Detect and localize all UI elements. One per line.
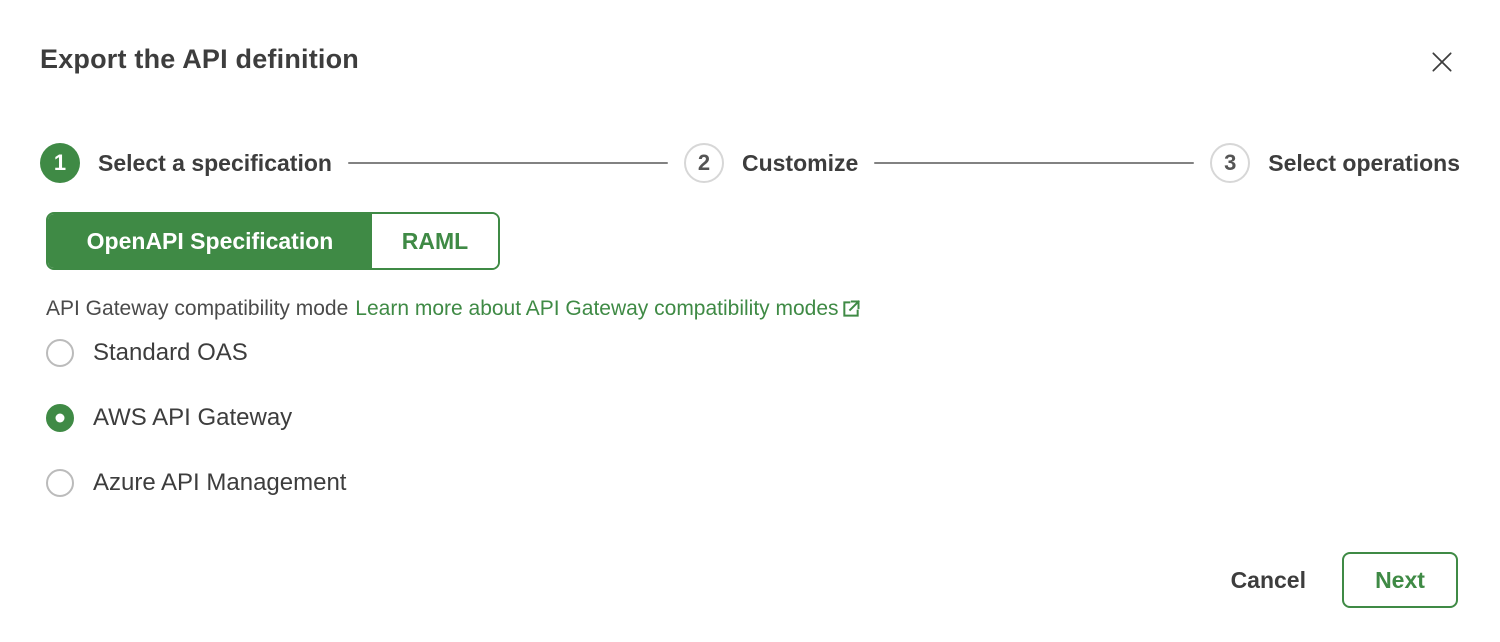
step-select-specification[interactable]: 1 Select a specification xyxy=(40,143,332,183)
radio-aws-api-gateway[interactable]: AWS API Gateway xyxy=(46,404,346,432)
cancel-button[interactable]: Cancel xyxy=(1230,566,1306,593)
step-label: Select operations xyxy=(1268,149,1460,176)
radio-circle[interactable] xyxy=(46,469,74,497)
stepper-connector xyxy=(874,162,1195,164)
radio-label: Standard OAS xyxy=(93,339,248,366)
radio-circle[interactable] xyxy=(46,339,74,367)
learn-more-link[interactable]: Learn more about API Gateway compatibili… xyxy=(355,297,860,321)
stepper-connector xyxy=(347,162,668,164)
step-label: Customize xyxy=(741,149,859,176)
compatibility-mode-line: API Gateway compatibility mode Learn mor… xyxy=(46,297,861,321)
radio-label: Azure API Management xyxy=(93,469,347,496)
step-customize[interactable]: 2 Customize xyxy=(683,143,859,183)
step-number-badge: 3 xyxy=(1210,143,1251,183)
step-label: Select a specification xyxy=(98,149,332,176)
close-icon[interactable] xyxy=(1424,44,1460,80)
learn-more-link-text: Learn more about API Gateway compatibili… xyxy=(355,297,839,320)
radio-label: AWS API Gateway xyxy=(93,404,293,431)
gateway-compatibility-radio-group: Standard OAS AWS API Gateway Azure API M… xyxy=(46,339,346,534)
external-link-icon xyxy=(841,299,861,319)
compatibility-mode-label: API Gateway compatibility mode xyxy=(46,297,349,320)
step-number-badge: 2 xyxy=(683,143,724,183)
step-number-badge: 1 xyxy=(40,143,80,183)
wizard-stepper: 1 Select a specification 2 Customize 3 S… xyxy=(40,143,1460,183)
toggle-raml[interactable]: RAML xyxy=(372,214,498,268)
radio-azure-api-management[interactable]: Azure API Management xyxy=(46,469,346,497)
next-button[interactable]: Next xyxy=(1342,552,1458,608)
radio-circle[interactable] xyxy=(46,404,74,432)
radio-standard-oas[interactable]: Standard OAS xyxy=(46,339,346,367)
toggle-openapi-specification[interactable]: OpenAPI Specification xyxy=(48,214,372,268)
specification-toggle-group: OpenAPI Specification RAML xyxy=(46,212,500,270)
page-title: Export the API definition xyxy=(40,44,359,74)
step-select-operations[interactable]: 3 Select operations xyxy=(1210,143,1460,183)
dialog-footer: Cancel Next xyxy=(1231,552,1458,608)
